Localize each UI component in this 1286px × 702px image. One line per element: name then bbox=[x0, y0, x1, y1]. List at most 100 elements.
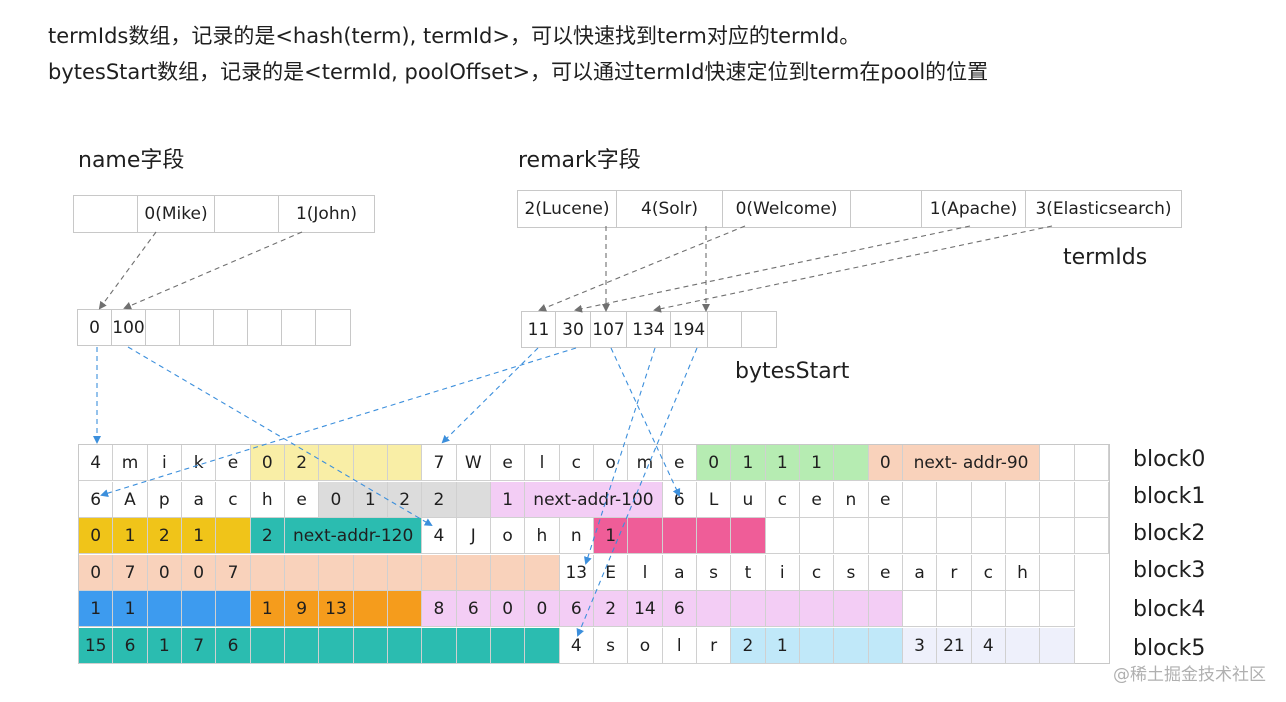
bytesstart-cell bbox=[316, 310, 350, 345]
block-label-0: block0 bbox=[1133, 447, 1206, 472]
pool-cell: 0 bbox=[250, 445, 285, 481]
pool-cell: l bbox=[525, 445, 560, 481]
pool-cell: W bbox=[456, 445, 491, 481]
pool-cell bbox=[834, 445, 869, 481]
pool-cell bbox=[250, 555, 285, 591]
bytesstart-cell bbox=[282, 310, 316, 345]
pool-cell bbox=[731, 591, 766, 627]
pool-cell: e bbox=[868, 555, 903, 591]
pool-cell bbox=[799, 591, 835, 627]
pool-cell bbox=[834, 591, 869, 627]
pool-cell bbox=[765, 518, 800, 554]
pool-cell bbox=[971, 591, 1006, 627]
pool-cell bbox=[834, 518, 869, 554]
pool-cell bbox=[834, 628, 869, 664]
pool-cell: next- addr-90 bbox=[902, 445, 1041, 481]
bytesstart-cell: 134 bbox=[627, 312, 671, 347]
pool-cell: m bbox=[628, 445, 663, 481]
pool-cell bbox=[525, 555, 560, 591]
pool-cell: i bbox=[765, 555, 800, 591]
pool-cell: e bbox=[868, 482, 903, 518]
pool-cell bbox=[937, 518, 972, 554]
pool-cell bbox=[490, 555, 526, 591]
pool-cell: 3 bbox=[902, 628, 938, 664]
pool-cell: 0 bbox=[319, 482, 354, 518]
pool-cell bbox=[868, 591, 903, 627]
block-label-1: block1 bbox=[1133, 484, 1206, 509]
pool-cell: 6 bbox=[559, 591, 594, 627]
termid-cell: 4(Solr) bbox=[617, 191, 723, 227]
termid-cell: 2(Lucene) bbox=[518, 191, 617, 227]
pool-cell: 1 bbox=[79, 591, 114, 627]
pool-cell: h bbox=[1005, 555, 1041, 591]
pool-cell: 1 bbox=[765, 628, 800, 664]
pool-cell: c bbox=[765, 482, 800, 518]
pool-cell: l bbox=[628, 555, 663, 591]
pool-cell: 0 bbox=[147, 555, 182, 591]
pool-cell bbox=[1005, 628, 1041, 664]
pool-cell bbox=[765, 591, 800, 627]
pool-cell bbox=[1040, 482, 1075, 518]
pool-cell bbox=[319, 555, 354, 591]
pool-cell bbox=[387, 445, 423, 481]
pool-cell bbox=[937, 482, 972, 518]
pool-cell: 2 bbox=[147, 518, 182, 554]
pool-cell bbox=[353, 445, 388, 481]
pool-cell: k bbox=[181, 445, 217, 481]
termid-cell bbox=[215, 196, 279, 232]
pool-cell: e bbox=[662, 445, 697, 481]
bytesstart-label: bytesStart bbox=[735, 359, 850, 384]
pool-cell: e bbox=[284, 482, 320, 518]
bytesstart-cell: 30 bbox=[556, 312, 591, 347]
pool-cell bbox=[1074, 518, 1109, 554]
pool-cell: o bbox=[593, 445, 629, 481]
pool-cell bbox=[284, 628, 320, 664]
pool-cell: m bbox=[113, 445, 148, 481]
termids-label: termIds bbox=[1063, 245, 1148, 270]
pool-cell bbox=[456, 555, 491, 591]
pool-cell: 0 bbox=[79, 555, 114, 591]
pool-cell: h bbox=[250, 482, 285, 518]
pool-cell bbox=[319, 628, 354, 664]
pool-cell: p bbox=[147, 482, 182, 518]
pool-cell bbox=[731, 518, 766, 554]
pool-cell: t bbox=[731, 555, 766, 591]
pool-cell: 4 bbox=[559, 628, 594, 664]
pool-cell: 7 bbox=[422, 445, 457, 481]
pool-cell: 0 bbox=[868, 445, 903, 481]
pool-cell: 7 bbox=[113, 555, 148, 591]
pool-cell bbox=[1005, 482, 1041, 518]
pool-cell bbox=[902, 518, 938, 554]
block-label-3: block3 bbox=[1133, 558, 1206, 583]
pool-cell bbox=[1040, 628, 1075, 664]
pool-cell: 2 bbox=[387, 482, 423, 518]
pool-cell bbox=[147, 591, 182, 627]
pool-cell bbox=[387, 628, 423, 664]
arrow-apache-to-bytes bbox=[574, 225, 971, 313]
pool-cell: 8 bbox=[422, 591, 457, 627]
block-label-5: block5 bbox=[1133, 636, 1206, 661]
pool-cell: 6 bbox=[456, 591, 491, 627]
pool-cell bbox=[387, 591, 423, 627]
pool-cell bbox=[250, 628, 285, 664]
pool-cell bbox=[456, 628, 491, 664]
pool-cell bbox=[1074, 445, 1109, 481]
pool-cell: L bbox=[696, 482, 732, 518]
pool-cell bbox=[216, 518, 251, 554]
termid-cell bbox=[851, 191, 922, 227]
intro-line-termids: termIds数组，记录的是<hash(term), termId>，可以快速找… bbox=[48, 24, 861, 48]
pool-cell: 4 bbox=[971, 628, 1006, 664]
pool-cell bbox=[628, 518, 663, 554]
pool-cell: 2 bbox=[422, 482, 457, 518]
pool-cell: l bbox=[662, 628, 697, 664]
arrow-john-to-bytes bbox=[123, 231, 303, 310]
pool-cell: 0 bbox=[490, 591, 526, 627]
pool-cell bbox=[387, 555, 423, 591]
pool-cell: e bbox=[799, 482, 835, 518]
pool-cell: s bbox=[834, 555, 869, 591]
pool-cell bbox=[696, 591, 732, 627]
